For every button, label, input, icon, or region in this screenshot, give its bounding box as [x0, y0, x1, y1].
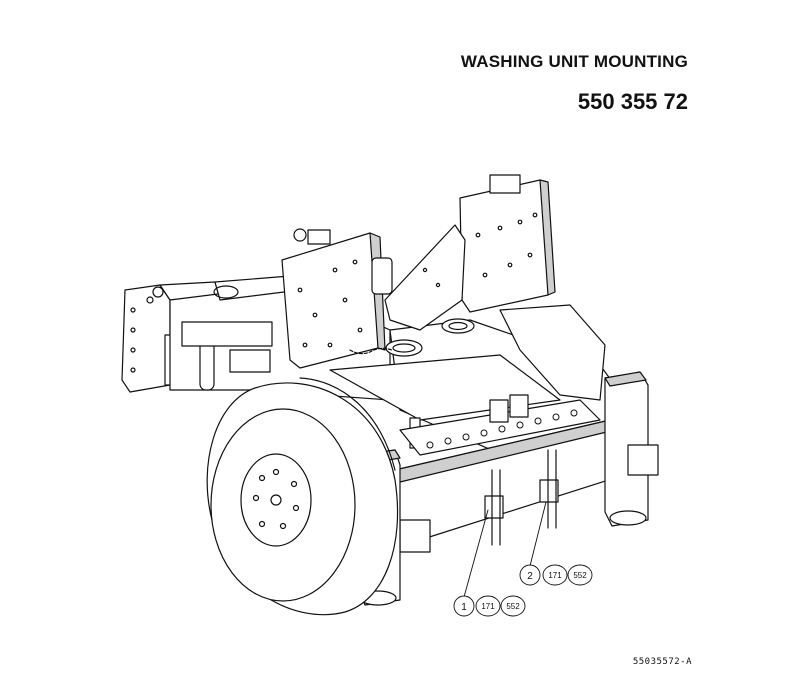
drawing-reference: 55035572-A: [632, 657, 692, 667]
manifold-rail: [399, 394, 601, 456]
right-post: [604, 371, 659, 527]
drive-wheel: [206, 377, 399, 616]
washer-beam: [394, 419, 641, 553]
left-upright-panel: [281, 228, 386, 369]
callout-1-item: 1: [461, 602, 467, 613]
right-upright-panel: [384, 174, 556, 331]
callout-2-item: 2: [527, 571, 533, 582]
part-number: 550 355 72: [577, 89, 688, 114]
callout-2-code: 552: [573, 571, 587, 580]
callout-1-code: 552: [506, 602, 520, 611]
callout-2-page: 171: [548, 571, 562, 580]
page-title: WASHING UNIT MOUNTING: [460, 52, 688, 71]
callout-1-page: 171: [481, 602, 495, 611]
valve-assembly: [181, 257, 421, 449]
hose-clamps: [349, 318, 475, 357]
callout-2: 2 171 552: [519, 564, 593, 586]
leader-lines: [463, 501, 547, 598]
callout-1: 1 171 552: [453, 595, 526, 617]
